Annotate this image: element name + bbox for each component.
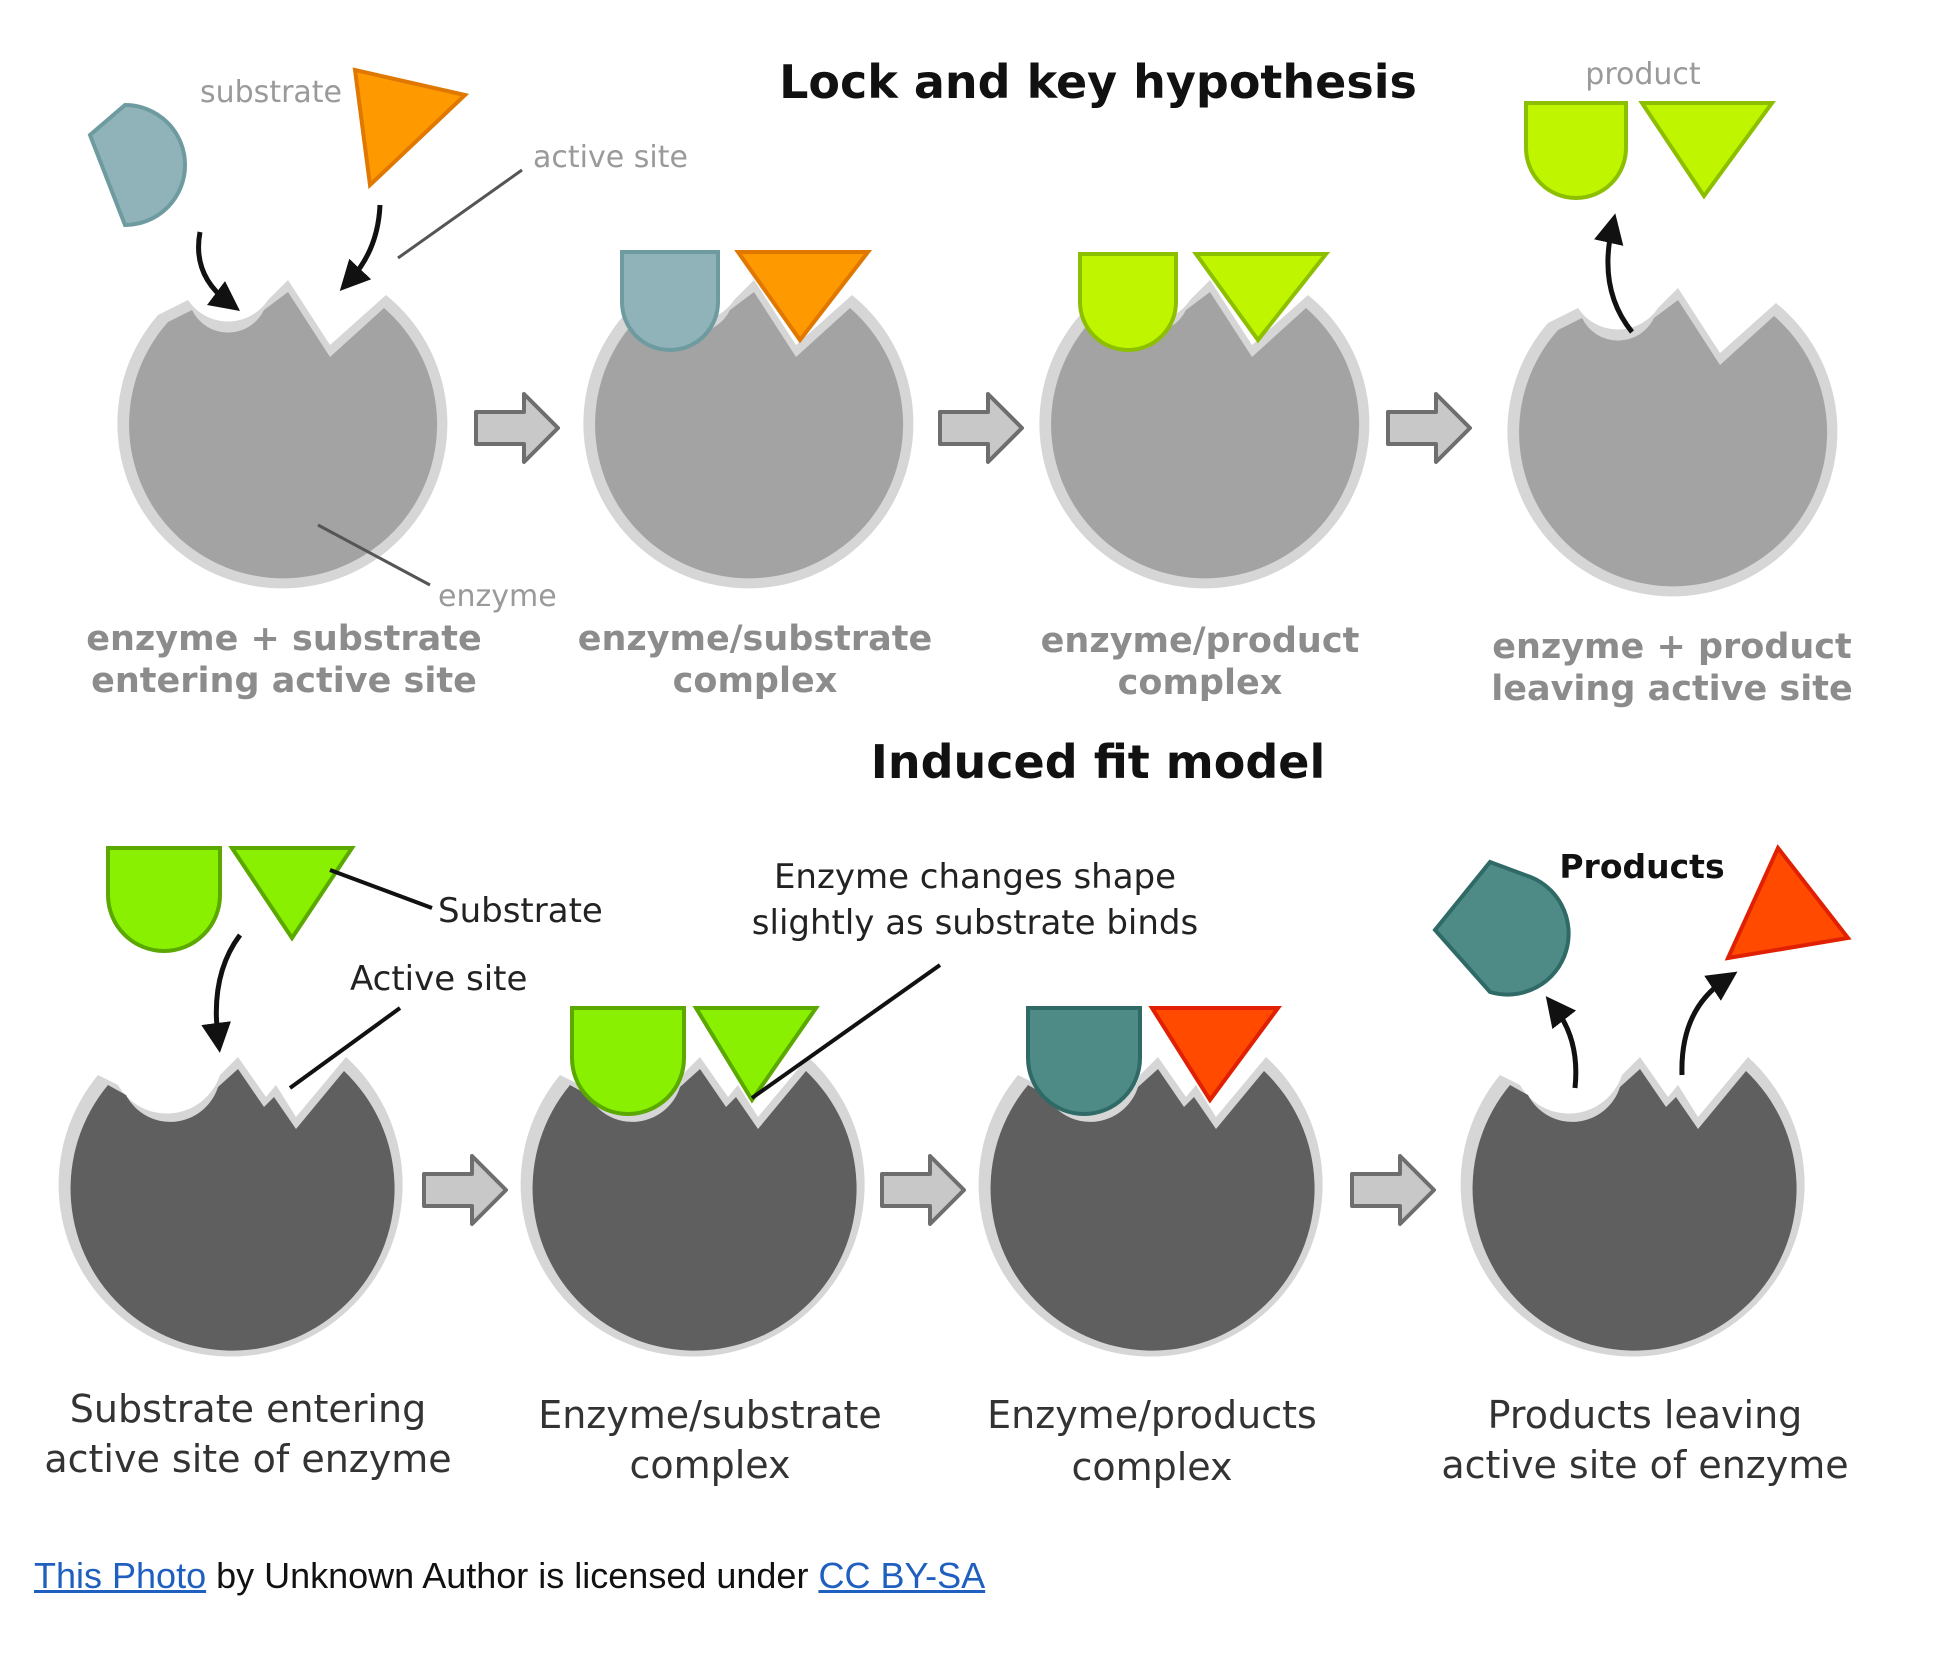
substrate-label: substrate	[200, 75, 342, 110]
product-label: product	[1585, 57, 1701, 92]
free-substrate-green	[106, 846, 222, 953]
released-product-green	[1524, 101, 1628, 200]
step-caption-line2: leaving active site	[1491, 669, 1852, 709]
shape-change-label-line1: Enzyme changes shape	[774, 857, 1176, 897]
bound-substrate-green	[570, 1006, 686, 1116]
enzyme-pointer	[317, 523, 431, 587]
lock-key-title: Lock and key hypothesis	[779, 55, 1417, 109]
released-product-green-triangle	[1638, 101, 1776, 200]
enzyme-shape	[1460, 1057, 1805, 1357]
released-product-teal	[1432, 859, 1571, 997]
step-caption-line1: Enzyme/products	[987, 1393, 1317, 1437]
shape-change-label-line2: slightly as substrate binds	[752, 903, 1198, 943]
step-caption-line2: complex	[629, 1443, 790, 1487]
bound-substrate-blue	[620, 250, 720, 352]
step-arrow	[422, 1154, 508, 1226]
lock-key-step1: substrate active site enzyme enzyme + su…	[86, 67, 688, 701]
free-substrate-orange	[352, 67, 470, 190]
induced-fit-step1: Substrate Active site Substrate entering…	[44, 846, 603, 1481]
lock-key-step2: enzyme/substrate complex	[578, 250, 933, 701]
bound-substrate-orange	[734, 250, 873, 344]
substrate-arrow-blue	[196, 231, 240, 312]
released-product-red	[1724, 844, 1852, 961]
shape-change-pointer	[750, 963, 942, 1100]
release-arrow-right	[1679, 971, 1738, 1076]
substrate-label: Substrate	[438, 891, 603, 931]
induced-fit-step3: Enzyme/products complex	[978, 1006, 1323, 1489]
step-arrow	[1350, 1154, 1436, 1226]
products-label: Products	[1559, 847, 1724, 886]
step-caption-line2: entering active site	[91, 661, 477, 701]
step-arrow	[1386, 392, 1472, 464]
credit-text: by Unknown Author is licensed under	[206, 1555, 819, 1596]
step-caption-line2: active site of enzyme	[1441, 1443, 1848, 1487]
induced-fit-step2: Enzyme changes shape slightly as substra…	[520, 857, 1198, 1487]
step-caption-line1: Substrate entering	[70, 1387, 426, 1431]
free-substrate-green-triangle	[228, 846, 356, 942]
step-caption-line2: active site of enzyme	[44, 1437, 451, 1481]
lock-key-step4: product enzyme + product leaving active …	[1491, 57, 1852, 709]
enzyme-shape	[58, 1057, 403, 1357]
step-caption-line1: enzyme/product	[1041, 621, 1360, 661]
photo-link[interactable]: This Photo	[34, 1555, 207, 1596]
image-credit: This Photo by Unknown Author is licensed…	[34, 1555, 985, 1597]
free-substrate-blue	[87, 102, 187, 228]
bound-substrate-green-triangle	[692, 1006, 820, 1104]
step-caption-line2: complex	[1071, 1445, 1232, 1489]
active-site-label: Active site	[350, 959, 527, 999]
lock-key-step3: enzyme/product complex	[1039, 252, 1370, 703]
bound-product-green	[1078, 252, 1178, 352]
bound-product-green-triangle	[1192, 252, 1331, 344]
step-caption-line1: Enzyme/substrate	[538, 1393, 882, 1437]
release-arrow-left	[1545, 996, 1579, 1089]
step-caption-line2: complex	[1118, 663, 1283, 703]
enzyme-shape	[117, 280, 448, 589]
enzyme-shape	[520, 1057, 865, 1357]
license-link[interactable]: CC BY-SA	[818, 1555, 986, 1596]
active-site-pointer	[397, 168, 523, 260]
bound-product-teal	[1026, 1006, 1142, 1116]
active-site-label: active site	[533, 140, 688, 175]
step-caption-line2: complex	[673, 661, 838, 701]
bound-product-red	[1148, 1006, 1282, 1104]
step-arrow	[474, 392, 560, 464]
induced-fit-step4: Products Products leaving active site of…	[1432, 844, 1852, 1487]
step-arrow	[880, 1154, 966, 1226]
step-caption-line1: enzyme + substrate	[86, 619, 481, 659]
enzyme-shape	[1507, 288, 1838, 597]
step-caption-line1: enzyme + product	[1492, 627, 1852, 667]
enzyme-shape	[978, 1057, 1323, 1357]
substrate-arrow-orange	[339, 204, 383, 291]
release-arrow	[1594, 213, 1634, 334]
step-caption-line1: Products leaving	[1488, 1393, 1803, 1437]
step-caption-line1: enzyme/substrate	[578, 619, 933, 659]
substrate-pointer	[329, 868, 433, 910]
induced-fit-title: Induced fit model	[871, 735, 1325, 789]
enzyme-label: enzyme	[438, 579, 557, 614]
substrate-arrow	[201, 933, 243, 1053]
active-site-pointer	[288, 1006, 402, 1090]
step-arrow	[938, 392, 1024, 464]
